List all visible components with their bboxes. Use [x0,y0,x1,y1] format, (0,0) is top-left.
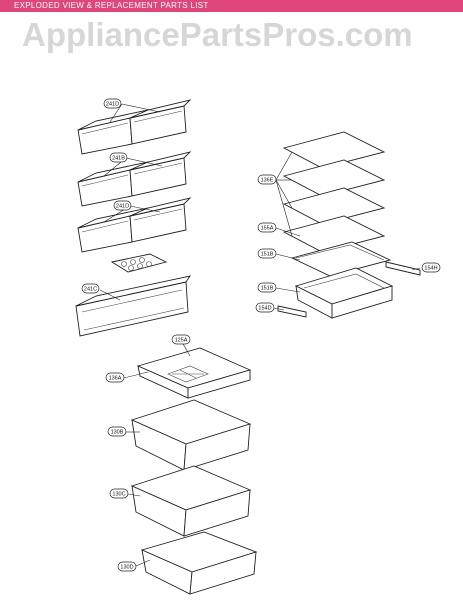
door-bin-pair-mid [77,151,192,207]
callout-label: 241B [112,156,125,162]
callout-label: 241D [116,204,129,210]
door-bin-pair-top [77,99,192,155]
callout-pan-cover: 125A [171,334,191,345]
callout-label: 130D [120,565,133,571]
callout-label: 136A [109,376,122,382]
crisper-pan-mid [130,399,252,471]
door-bin-pair-low [77,197,192,253]
callout-label: 155A [261,226,274,232]
callout-label: 151B [261,286,274,292]
crisper-cover [294,267,394,319]
header-banner: EXPLODED VIEW & REPLACEMENT PARTS LIST [0,0,463,12]
cover-rail-left [277,305,307,318]
crisper-pan-bottom [140,531,258,595]
callout-pan-low: 130C [109,488,129,499]
banner-title: EXPLODED VIEW & REPLACEMENT PARTS LIST [14,1,209,10]
callout-shelves: 136E [257,174,277,185]
glass-shelf-stack [282,131,392,277]
callout-label: 125A [175,338,188,344]
callout-crisper-cover: 151B [257,282,277,293]
callout-door-bins-top: 241D [103,98,122,109]
callout-pan-mid: 130B [107,426,127,437]
callout-label: 154H [424,266,437,272]
egg-tray [110,253,168,273]
pan-cover-with-tray [136,347,252,399]
cover-rail-right [385,261,421,276]
door-bin-large [75,275,191,337]
callout-door-bin-large: 241C [81,283,100,294]
callout-label: 154D [258,306,271,312]
callout-door-bins-low: 241D [113,200,132,211]
callout-label: 130B [111,430,124,436]
callout-label: 151B [261,252,274,258]
leader-lines [99,103,421,567]
callout-label: 241D [106,102,119,108]
watermark-logo: AppliancePartsPros.com [22,16,413,53]
crisper-pan-low [130,465,252,537]
callout-shelf-glass: 155A [257,222,277,233]
callout-door-bins-mid: 241B [109,152,128,163]
callout-pan-top-label: 136A [105,372,125,383]
callout-pan-bottom: 130D [117,561,137,572]
callout-cover-left: 154D [255,302,275,313]
callout-shelf-frame: 151B [257,248,277,259]
callout-label: 136E [261,178,274,184]
callout-cover-right: 154H [421,262,441,273]
callout-label: 130C [112,492,125,498]
callout-label: 241C [84,287,97,293]
